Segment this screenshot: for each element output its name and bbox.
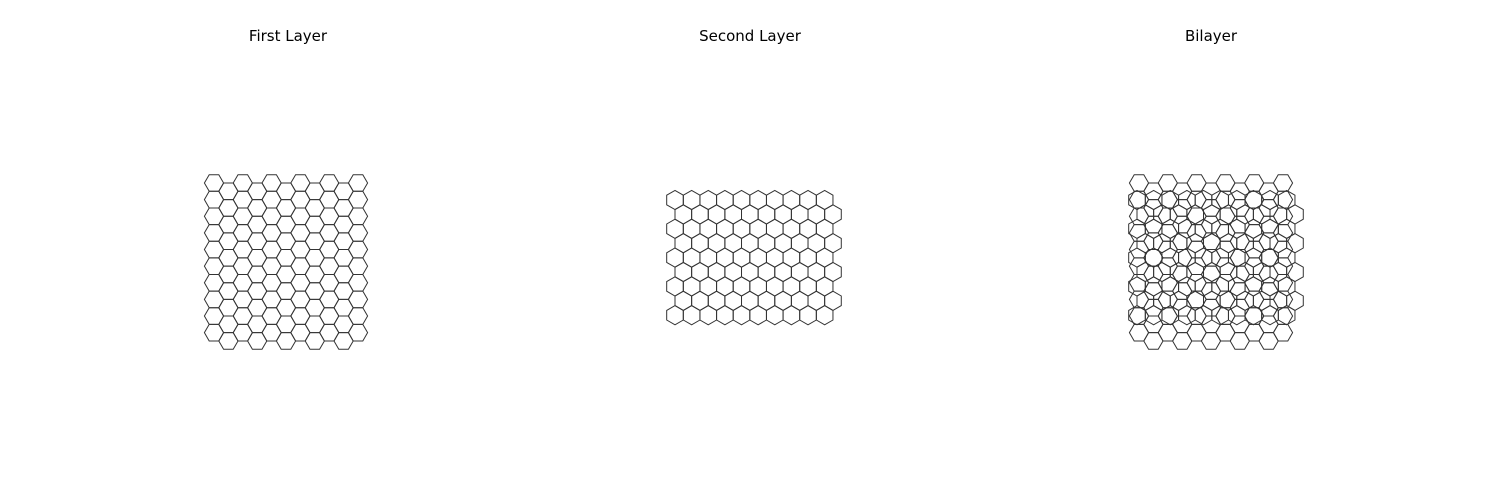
hexagon <box>699 305 718 326</box>
second-layer-hexagons <box>1128 189 1304 326</box>
first-layer-lattice <box>203 174 369 350</box>
hexagon <box>732 305 751 326</box>
hexagon <box>815 305 834 326</box>
first-layer-hexagons <box>1128 174 1294 350</box>
hexagon <box>347 290 369 309</box>
hexagon <box>1128 305 1146 326</box>
hexagon <box>682 305 701 326</box>
hexagon <box>1272 224 1294 242</box>
second-layer-hexagons <box>666 189 842 326</box>
hexagon <box>347 224 369 242</box>
hexagon <box>1277 305 1296 326</box>
hexagon <box>347 257 369 275</box>
hexagon <box>716 305 734 326</box>
hexagon <box>347 307 369 325</box>
panel-title-second-layer: Second Layer <box>699 27 801 45</box>
hexagon <box>1272 174 1294 192</box>
hexagon <box>1272 207 1294 226</box>
hexagon <box>347 273 369 292</box>
hexagon <box>765 305 784 326</box>
hexagon <box>1244 305 1263 326</box>
panel-bilayer: Bilayer <box>961 0 1461 500</box>
hexagon <box>347 174 369 192</box>
hexagon <box>749 305 767 326</box>
hexagon <box>347 323 369 342</box>
hexagon <box>666 305 684 326</box>
hexagon <box>347 240 369 259</box>
panel-title-bilayer: Bilayer <box>1184 27 1238 45</box>
hexagon <box>799 305 817 326</box>
hexagon <box>1161 305 1180 326</box>
second-layer-lattice <box>666 189 842 326</box>
hexagon <box>1272 273 1294 292</box>
hexagon <box>782 305 801 326</box>
hexagon <box>347 190 369 209</box>
hexagon <box>1194 305 1213 326</box>
bilayer-lattice <box>1128 174 1304 350</box>
hexagon <box>347 207 369 226</box>
hexagon <box>1272 307 1294 325</box>
panel-title-first-layer: First Layer <box>248 27 328 45</box>
hexagon <box>1178 305 1196 326</box>
panel-first-layer: First Layer <box>38 0 538 500</box>
hexagon <box>1227 305 1246 326</box>
hexagon <box>1272 257 1294 275</box>
panel-second-layer: Second Layer <box>500 0 1000 500</box>
first-layer-hexagons <box>203 174 369 350</box>
hexagon <box>1261 305 1279 326</box>
hexagon <box>1272 323 1294 342</box>
